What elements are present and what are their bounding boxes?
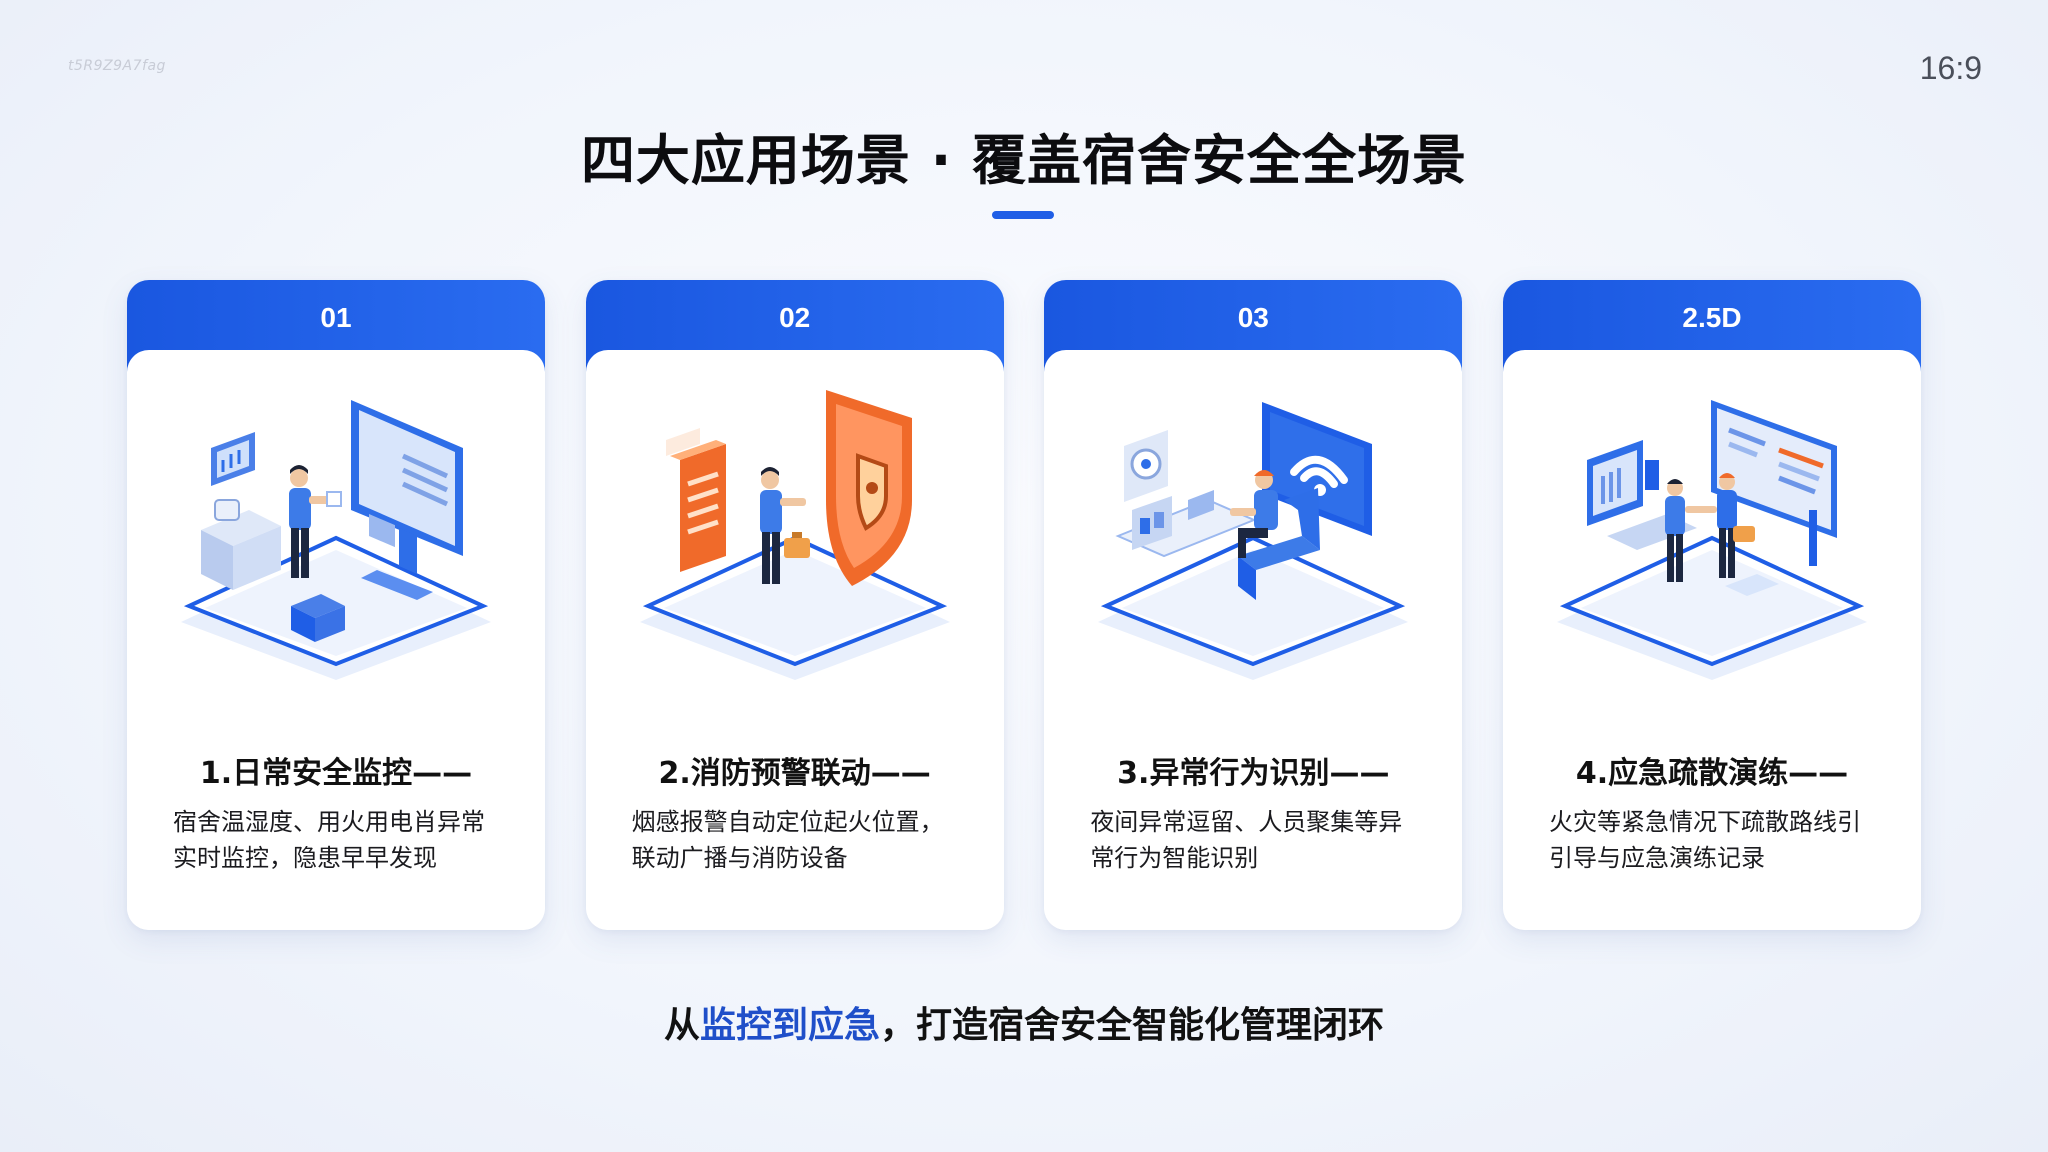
watermark: t5R9Z9A7fag [68, 58, 166, 74]
card-title: 3.异常行为识别—— [1117, 756, 1390, 791]
card-badge: 02 [779, 302, 811, 333]
card-badge: 03 [1237, 302, 1269, 333]
card-body: 1.日常安全监控—— 宿舍温湿度、用火用电肖异常实时监控，隐患早早发现 [127, 350, 545, 930]
scenario-card-3[interactable]: 03 [1044, 280, 1463, 930]
card-title: 2.消防预警联动—— [658, 756, 931, 791]
scenario-card-2[interactable]: 02 [585, 280, 1004, 930]
card-description: 火灾等紧急情况下疏散路线引引导与应急演练记录 [1548, 808, 1861, 872]
card-description: 烟感报警自动定位起火位置，联动广播与消防设备 [631, 808, 944, 872]
card-title: 4.应急疏散演练—— [1575, 756, 1849, 791]
card-body: 4.应急疏散演练—— 火灾等紧急情况下疏散路线引引导与应急演练记录 [1502, 350, 1921, 930]
card-description: 宿舍温湿度、用火用电肖异常实时监控，隐患早早发现 [173, 808, 485, 872]
card-body: 2.消防预警联动—— 烟感报警自动定位起火位置，联动广播与消防设备 [585, 350, 1004, 930]
evacuation-dashboard-icon [1556, 400, 1867, 680]
footer-highlight: 监控到应急 [699, 1005, 880, 1046]
card-title: 1.日常安全监控—— [199, 756, 473, 791]
title-underline [992, 211, 1054, 219]
monitoring-workstation-icon [181, 400, 491, 680]
fire-shield-icon [639, 390, 950, 680]
card-description: 夜间异常逗留、人员聚集等异常行为智能识别 [1090, 808, 1403, 872]
card-body: 3.异常行为识别—— 夜间异常逗留、人员聚集等异常行为智能识别 [1044, 350, 1463, 930]
scenario-cards: 01 [127, 280, 1921, 930]
footer-prefix: 从 [663, 1005, 700, 1046]
aspect-ratio-label: 16:9 [1919, 50, 1982, 86]
footer-slogan: 从监控到应急，打造宿舍安全智能化管理闭环 [0, 996, 2048, 1048]
scenario-card-1[interactable]: 01 [127, 280, 545, 930]
card-badge: 01 [320, 302, 352, 333]
wifi-operator-icon [1098, 402, 1409, 680]
scenario-card-4[interactable]: 2.5D [1502, 280, 1921, 930]
footer-suffix: ，打造宿舍安全智能化管理闭环 [880, 1005, 1385, 1046]
page-title: 四大应用场景 · 覆盖宿舍安全全场景 [580, 129, 1468, 192]
card-badge: 2.5D [1682, 302, 1742, 333]
